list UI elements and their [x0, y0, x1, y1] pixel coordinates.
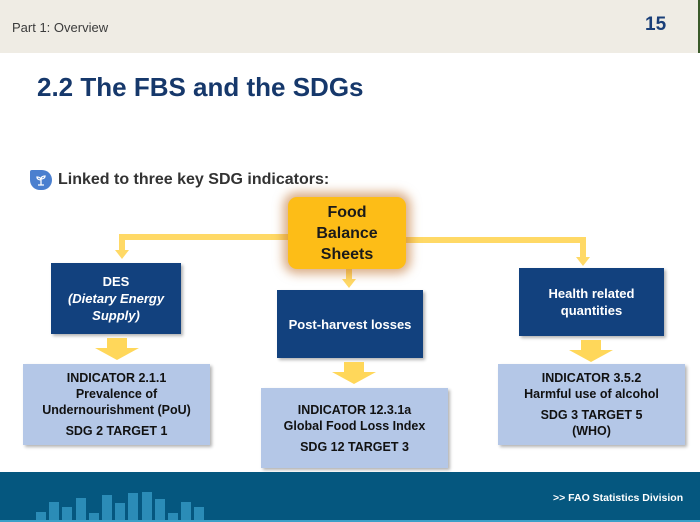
health-quantities-node: Health related quantities — [519, 268, 664, 336]
indicator-3-5-2-box: INDICATOR 3.5.2 Harmful use of alcohol S… — [498, 364, 685, 445]
post-harvest-node: Post-harvest losses — [277, 290, 423, 358]
connector-left-horizontal — [119, 234, 289, 240]
des-title: DES — [102, 274, 130, 289]
arrow-to-des — [115, 250, 129, 259]
food-balance-sheets-node: Food Balance Sheets — [288, 197, 406, 269]
slide-number: 15 — [645, 14, 667, 35]
footer-bar — [36, 512, 46, 522]
fbs-line-3: Sheets — [320, 245, 374, 263]
connector-left-vertical — [119, 234, 125, 250]
footer-bar — [194, 507, 205, 522]
indicator-12-3-1a-target: SDG 12 TARGET 3 — [300, 439, 409, 454]
bullet-text: Linked to three key SDG indicators: — [58, 171, 330, 188]
des-node: DES (Dietary Energy Supply) — [51, 263, 181, 334]
footer-bar — [102, 495, 112, 522]
footer-bar — [62, 507, 73, 522]
connector-right-vertical — [580, 237, 586, 257]
indicator-12-3-1a-name: Global Food Loss Index — [283, 418, 426, 433]
connector-right-horizontal — [406, 237, 586, 243]
slide-footer: >> FAO Statistics Division — [0, 472, 700, 522]
arrow-post-harvest-to-indicator — [332, 362, 376, 384]
footer-bar — [181, 502, 192, 522]
footer-bar — [88, 513, 99, 522]
footer-bar — [75, 498, 86, 522]
slide-header: Part 1: Overview 15 — [0, 0, 700, 53]
footer-bar — [168, 513, 178, 522]
indicator-3-5-2-code: INDICATOR 3.5.2 — [541, 371, 642, 385]
fao-division-label: >> FAO Statistics Division — [553, 492, 684, 504]
fbs-line-2: Balance — [316, 224, 378, 242]
fbs-line-1: Food — [327, 203, 367, 221]
indicator-12-3-1a-box: INDICATOR 12.3.1a Global Food Loss Index… — [261, 388, 448, 468]
footer-bar — [154, 499, 165, 522]
arrow-to-post-harvest — [342, 279, 356, 288]
indicator-2-1-1-target: SDG 2 TARGET 1 — [65, 424, 168, 438]
header-edge — [698, 0, 700, 53]
indicator-3-5-2-name: Harmful use of alcohol — [524, 387, 659, 401]
connector-center-vertical — [346, 269, 352, 279]
footer-bottom-line — [0, 520, 700, 522]
arrow-health-to-indicator — [569, 340, 613, 362]
footer-bar — [49, 502, 60, 522]
arrow-des-to-indicator — [95, 338, 139, 360]
indicator-3-5-2-target: SDG 3 TARGET 5 — [540, 408, 643, 422]
footer-bar — [141, 492, 152, 522]
slide-title: 2.2 The FBS and the SDGs — [37, 72, 364, 102]
indicator-2-1-1-code: INDICATOR 2.1.1 — [66, 371, 167, 385]
plant-sprout-icon — [30, 170, 52, 190]
section-label: Part 1: Overview — [12, 20, 109, 35]
post-harvest-title: Post-harvest losses — [288, 316, 412, 332]
des-subtitle: (Dietary Energy Supply) — [67, 291, 165, 323]
indicator-3-5-2-source: (WHO) — [572, 424, 611, 438]
arrow-to-health — [576, 257, 590, 266]
bullet-item: Linked to three key SDG indicators: — [30, 170, 329, 190]
footer-bar — [128, 493, 139, 522]
indicator-2-1-1-name-1: Prevalence of — [75, 387, 158, 401]
indicator-12-3-1a-code: INDICATOR 12.3.1a — [297, 402, 412, 417]
footer-bar — [115, 503, 126, 522]
indicator-2-1-1-box: INDICATOR 2.1.1 Prevalence of Undernouri… — [23, 364, 210, 445]
indicator-2-1-1-name-2: Undernourishment (PoU) — [42, 403, 191, 417]
health-quantities-title: Health related quantities — [548, 286, 635, 318]
